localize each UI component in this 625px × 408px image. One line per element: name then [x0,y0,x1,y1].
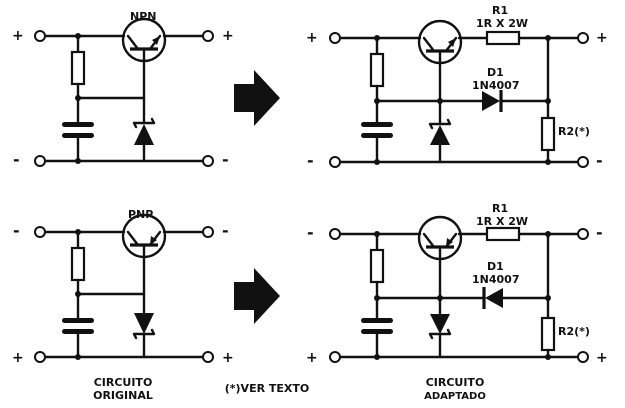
bias-resistor [369,248,385,284]
zener-diode-icon [430,314,450,334]
capacitor-symbol [361,318,393,323]
output-terminal [202,30,214,42]
output-terminal [577,351,589,363]
input-terminal [34,155,46,167]
input-terminal [329,351,341,363]
terminal-sign-bottom-left-in: + [12,350,24,366]
input-terminal [329,32,341,44]
output-terminal [202,351,214,363]
input-terminal [34,351,46,363]
bias-resistor [70,50,86,86]
capacitor-symbol [62,318,94,323]
terminal-sign-top-left-in: - [307,223,314,242]
output-terminal [202,226,214,238]
output-terminal [202,155,214,167]
terminal-sign-top-left-in: + [306,30,318,46]
zener-diode-icon [428,118,452,130]
terminal-sign-top-left-out: - [222,221,229,240]
input-terminal [329,228,341,240]
terminal-sign-bottom-left-in: + [306,350,318,366]
d1-label: D1 [487,66,504,79]
original-pnp-circuit: PNP - - + + [12,208,234,366]
zener-diode-icon [132,117,156,129]
terminal-sign-bottom-left-out: + [222,350,234,366]
d1-diode-icon [485,288,503,308]
output-terminal [577,32,589,44]
caption-original-line1: CIRCUITO [94,376,153,389]
d1-value: 1N4007 [472,79,519,92]
input-terminal [34,30,46,42]
capacitor-symbol [62,122,94,127]
caption-adapted-line2: ADAPTADO [424,391,486,402]
zener-diode-icon [134,313,154,334]
r2-resistor [540,316,556,352]
terminal-sign-bottom-left-out: - [222,150,229,169]
caption-adapted-line1: CIRCUITO [426,376,485,389]
arrow-right-icon [234,70,280,126]
r1-resistor [485,30,521,46]
r1-value: 1R X 2W [476,215,528,228]
terminal-sign-top-left-out: - [596,223,603,242]
d1-diode-icon [482,91,500,111]
output-terminal [577,228,589,240]
terminal-sign-bottom-left-in: - [13,150,20,169]
r2-label: R2(*) [558,125,590,138]
bias-resistor [70,246,86,282]
adapted-pnp-circuit: - - + + R1 1R X 2W D1 1N4007 R2(*) [306,202,608,366]
terminal-sign-bottom-left-out: - [596,151,603,170]
r1-label: R1 [492,4,508,17]
terminal-sign-top-left-in: - [13,221,20,240]
d1-value: 1N4007 [472,273,519,286]
capacitor-symbol [361,122,393,127]
bias-resistor [369,52,385,88]
terminal-sign-bottom-left-out: + [596,350,608,366]
r1-value: 1R X 2W [476,17,528,30]
d1-label: D1 [487,260,504,273]
adapted-npn-circuit: + + - - R1 1R X 2W D1 1N4007 R2(*) [306,4,608,170]
r1-label: R1 [492,202,508,215]
caption-note: (*)VER TEXTO [225,382,310,395]
input-terminal [34,226,46,238]
original-npn-circuit: NPN + + - - [12,10,234,169]
terminal-sign-bottom-left-in: - [307,151,314,170]
terminal-sign-top-left-in: + [12,28,24,44]
r2-resistor [540,116,556,152]
caption-original-line2: ORIGINAL [93,389,153,402]
output-terminal [577,156,589,168]
terminal-sign-top-left-out: + [222,28,234,44]
input-terminal [329,156,341,168]
r1-resistor [485,226,521,242]
r2-label: R2(*) [558,325,590,338]
terminal-sign-top-left-out: + [596,30,608,46]
arrow-right-icon [234,268,280,324]
